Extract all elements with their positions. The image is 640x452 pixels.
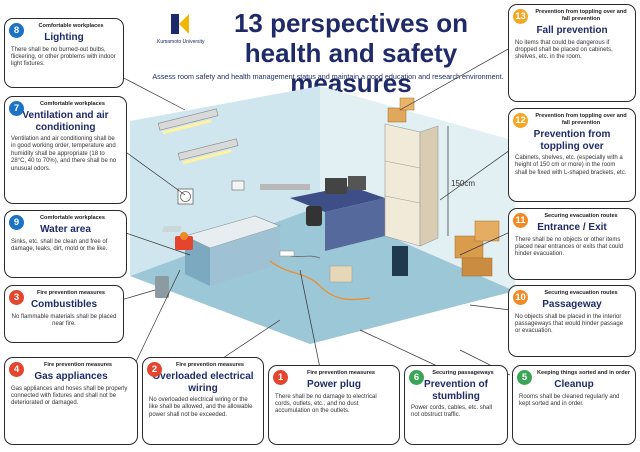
card-water-area: 9 Comfortable workplaces Water area Sink… — [4, 210, 127, 278]
floor-clutter — [329, 265, 353, 283]
monitor-2 — [348, 176, 366, 190]
card-title: Ventilation and air conditioning — [22, 110, 109, 133]
card-title: Lighting — [44, 32, 84, 43]
card-overloaded-wiring: 2 Fire prevention measures Overloaded el… — [142, 357, 264, 445]
card-category: Fire prevention measures — [175, 362, 245, 368]
card-title: Fall prevention — [536, 25, 608, 36]
card-title: Power plug — [307, 379, 361, 390]
card-title: Cleanup — [554, 379, 594, 390]
room-illustration: 150cm — [130, 86, 515, 344]
card-text: Gas appliances and hoses shall be proper… — [11, 385, 128, 407]
badge-12: 12 — [513, 113, 528, 128]
height-label: 150cm — [451, 179, 475, 188]
card-gas-appliances: 4 Fire prevention measures Gas appliance… — [4, 357, 138, 445]
floor — [130, 206, 515, 344]
badge-3: 3 — [9, 290, 24, 305]
card-category: Comfortable workplaces — [40, 101, 105, 107]
card-text: There shall be no burned-out bulbs, flic… — [11, 46, 116, 68]
badge-8: 8 — [9, 23, 24, 38]
card-text: No overloaded electrical wiring or the l… — [149, 397, 253, 418]
card-text: There shall be no damage to electrical c… — [275, 393, 377, 415]
power-strip — [279, 250, 295, 257]
card-category: Keeping things sorted and in order — [537, 370, 630, 376]
card-text: Ventilation and air conditioning shall b… — [11, 136, 117, 172]
badge-10: 10 — [513, 290, 528, 305]
page-subtitle: Assess room safety and health management… — [152, 72, 504, 81]
card-text: Cabinets, shelves, etc. (especially with… — [515, 155, 627, 176]
ceiling-lights — [157, 108, 239, 165]
card-category: Comfortable workplaces — [38, 23, 104, 29]
card-text: Sinks, etc. shall be clean and free of d… — [11, 238, 108, 252]
trash-can — [155, 276, 169, 298]
card-text: Power cords, cables, etc. shall not obst… — [411, 405, 493, 419]
logo-mark-icon — [171, 14, 189, 34]
card-text: No objects shall be placed in the interi… — [515, 313, 624, 335]
badge-6: 6 — [409, 370, 424, 385]
logo-text: Kumamoto University — [157, 39, 205, 45]
card-category: Securing evacuation routes — [544, 290, 618, 296]
badge-1: 1 — [273, 370, 288, 385]
card-category: Fire prevention measures — [36, 290, 106, 296]
title-line-1: 13 perspectives on — [233, 8, 469, 38]
card-title: Water area — [40, 224, 91, 235]
card-lighting: 8 Comfortable workplaces Lighting There … — [4, 18, 124, 88]
card-prevention-from-toppling: 12 Prevention from toppling over and fal… — [508, 108, 636, 202]
card-prevention-of-stumbling: 6 Securing passageways Prevention of stu… — [404, 365, 508, 445]
card-category: Fire prevention measures — [306, 370, 376, 376]
card-title: Passageway — [542, 299, 602, 310]
card-title: Prevention of stumbling — [424, 379, 488, 402]
card-fall-prevention: 13 Prevention from toppling over and fal… — [508, 4, 636, 102]
monitor — [325, 178, 347, 194]
badge-7: 7 — [9, 101, 24, 116]
card-title: Entrance / Exit — [537, 222, 607, 233]
page-title: 13 perspectives on health and safety mea… — [206, 8, 496, 98]
cord — [289, 255, 321, 259]
card-category: Securing evacuation routes — [544, 213, 618, 219]
wall-shelf — [260, 184, 310, 190]
card-category: Comfortable workplaces — [40, 215, 105, 221]
chair — [306, 206, 322, 226]
badge-13: 13 — [513, 9, 528, 24]
card-text: There shall be no objects or other items… — [515, 236, 624, 258]
badge-11: 11 — [513, 213, 528, 228]
card-title: Prevention from toppling over — [533, 129, 611, 152]
card-passageway: 10 Securing evacuation routes Passageway… — [508, 285, 636, 357]
storage-box — [392, 246, 408, 276]
card-category: Prevention from toppling over and fall p… — [535, 113, 627, 126]
tall-cabinet — [384, 123, 439, 247]
card-title: Overloaded electrical wiring — [152, 371, 254, 394]
card-title: Combustibles — [30, 299, 98, 310]
card-text: No flammable materials shall be placed n… — [11, 313, 117, 327]
badge-4: 4 — [9, 362, 24, 377]
card-category: Securing passageways — [432, 370, 494, 376]
badge-9: 9 — [9, 215, 24, 230]
card-category: Fire prevention measures — [43, 362, 113, 368]
university-logo: Kumamoto University — [157, 12, 205, 50]
thermostat — [231, 180, 245, 191]
badge-2: 2 — [147, 362, 162, 377]
badge-5: 5 — [517, 370, 532, 385]
card-cleanup: 5 Keeping things sorted and in order Cle… — [512, 365, 636, 445]
card-combustibles: 3 Fire prevention measures Combustibles … — [4, 285, 124, 343]
card-text: Rooms shall be cleaned regularly and kep… — [519, 393, 620, 407]
card-title: Gas appliances — [34, 371, 108, 382]
fan-blade — [180, 191, 191, 202]
desk — [290, 176, 385, 251]
card-entrance-exit: 11 Securing evacuation routes Entrance /… — [508, 208, 636, 280]
card-power-plug: 1 Fire prevention measures Power plug Th… — [268, 365, 400, 445]
card-category: Prevention from toppling over and fall p… — [535, 9, 627, 22]
card-ventilation: 7 Comfortable workplaces Ventilation and… — [4, 96, 127, 204]
card-text: No items that could be dangerous if drop… — [515, 39, 613, 61]
